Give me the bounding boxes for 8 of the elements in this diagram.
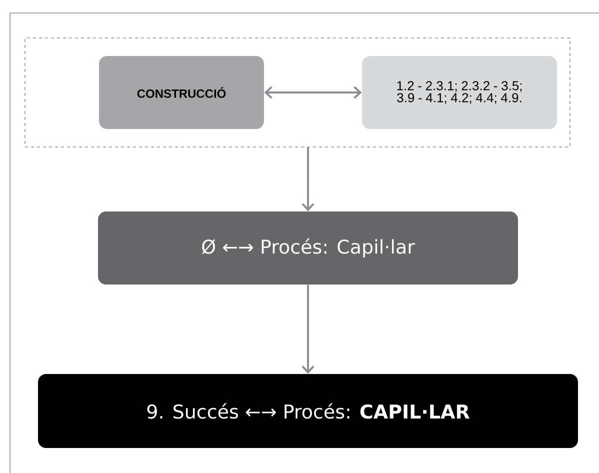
dashed-group-box [24, 38, 570, 148]
result-box: 9. Succés ←→ Procés: CAPIL·LAR [38, 374, 578, 448]
process-box: CONSTRUCCIÓ [99, 56, 264, 129]
arrow [302, 147, 314, 212]
arrow [264, 86, 362, 99]
reference-box: 1.2 - 2.3.1; 2.3.2 - 3.5; 3.9 - 4.1; 4.2; 4.4; 4.9. [362, 56, 557, 129]
process-box: Ø ←→ Procés: Capil·lar [98, 212, 518, 284]
arrow [302, 284, 314, 374]
